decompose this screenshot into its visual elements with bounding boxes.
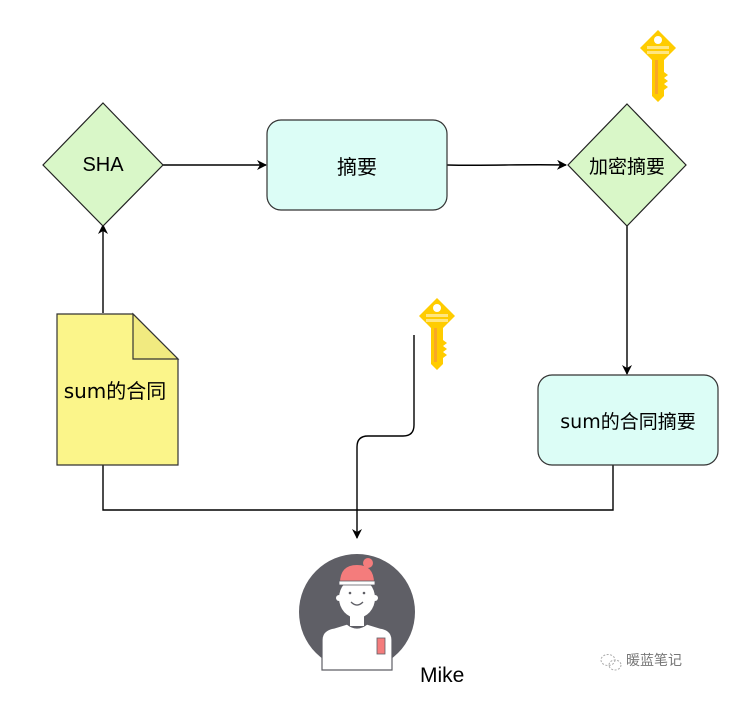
edge-key-to-person	[352, 335, 415, 539]
document-fold	[132, 312, 180, 360]
contract-document-node[interactable]	[56, 312, 180, 466]
wechat-icon	[600, 654, 622, 671]
person-name-label: Mike	[420, 664, 465, 687]
key-icon	[640, 30, 676, 102]
digest-node[interactable]	[266, 119, 448, 211]
user-avatar-icon[interactable]	[299, 554, 415, 671]
watermark-text: 暖蓝笔记	[626, 653, 682, 669]
key-icon	[419, 298, 455, 370]
watermark: 暖蓝笔记	[598, 650, 682, 670]
sha-diamond-node[interactable]	[42, 102, 164, 227]
encrypt-digest-diamond-node[interactable]	[567, 103, 687, 227]
edge-digest-to-encrypt	[446, 159, 567, 170]
contract-digest-node[interactable]	[537, 374, 719, 466]
edges	[98, 159, 632, 539]
edge-bottom-bus	[102, 465, 614, 511]
